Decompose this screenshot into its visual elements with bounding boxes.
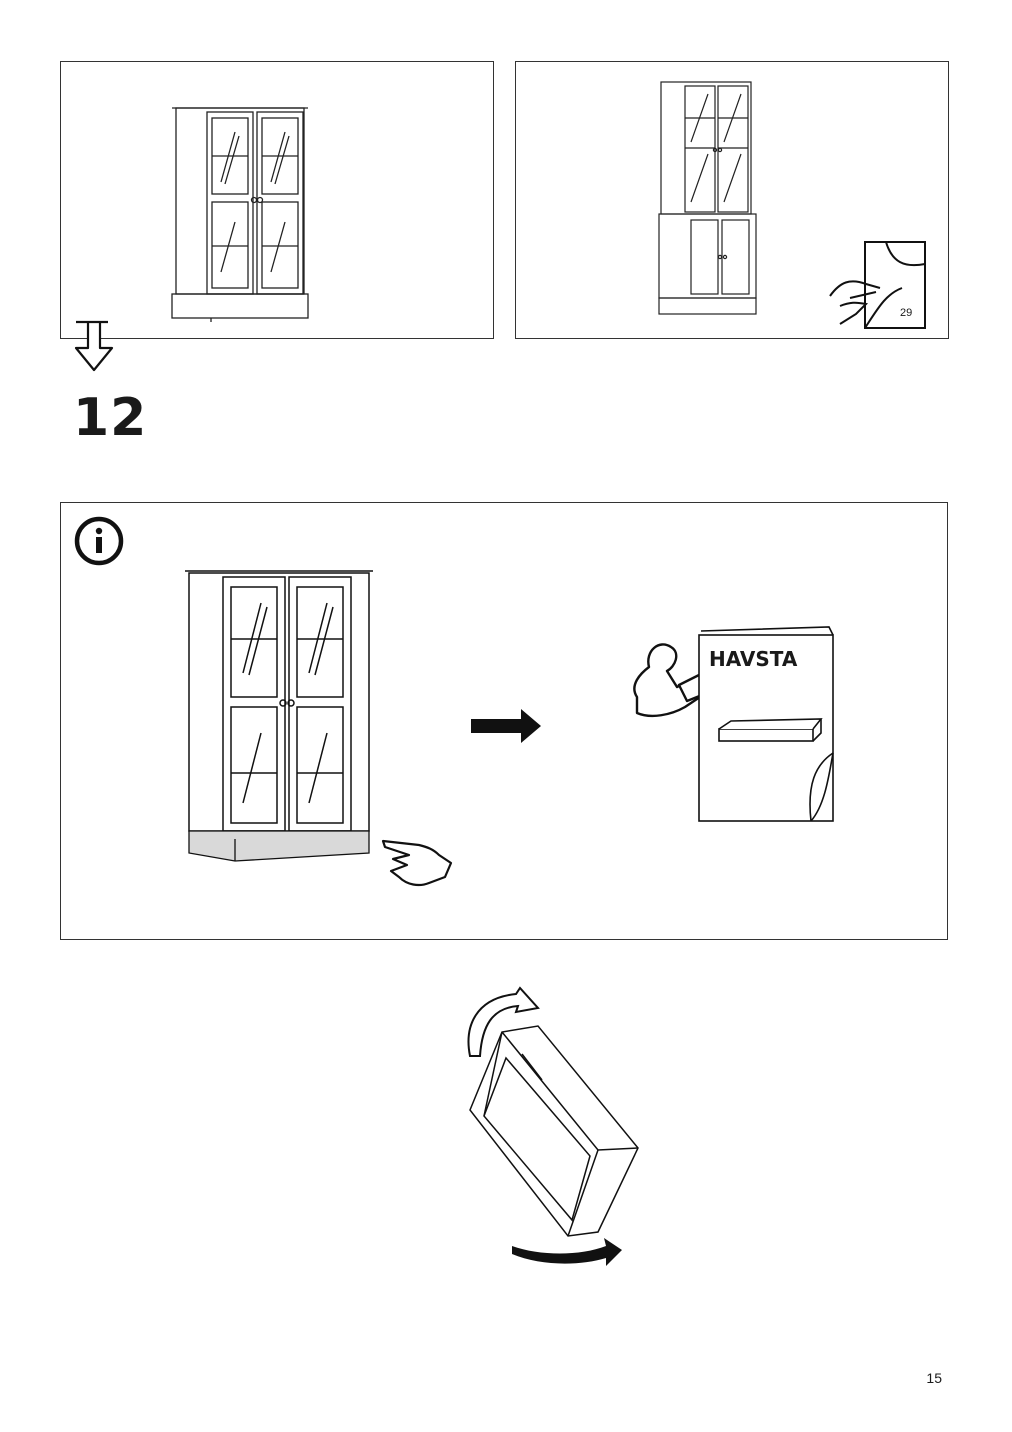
tall-cabinet-illustration: [658, 81, 757, 315]
booklet-illustration: [698, 626, 834, 822]
info-icon: [74, 516, 124, 566]
right-arrow-icon: [471, 709, 541, 743]
info-panel: HAVSTA: [60, 502, 948, 940]
pointing-hand-icon: [381, 839, 453, 887]
tilted-cabinet-frame-illustration: [469, 1025, 639, 1237]
rotate-arrow-icon: [512, 1238, 622, 1266]
overview-panel-cabinet: [60, 61, 494, 339]
page-reference: 29: [900, 307, 913, 319]
down-arrow-icon: [74, 320, 114, 372]
overview-panel-tall-cabinet: 29: [515, 61, 949, 339]
booklet-title: HAVSTA: [709, 647, 798, 671]
page-number: 15: [926, 1370, 942, 1386]
page-turn-icon: [829, 241, 926, 329]
cabinet-with-plinth-illustration: [185, 570, 373, 862]
step-number: 12: [73, 388, 148, 448]
glass-door-cabinet-illustration: [171, 107, 309, 322]
rotate-arrow-icon: [467, 986, 540, 1057]
